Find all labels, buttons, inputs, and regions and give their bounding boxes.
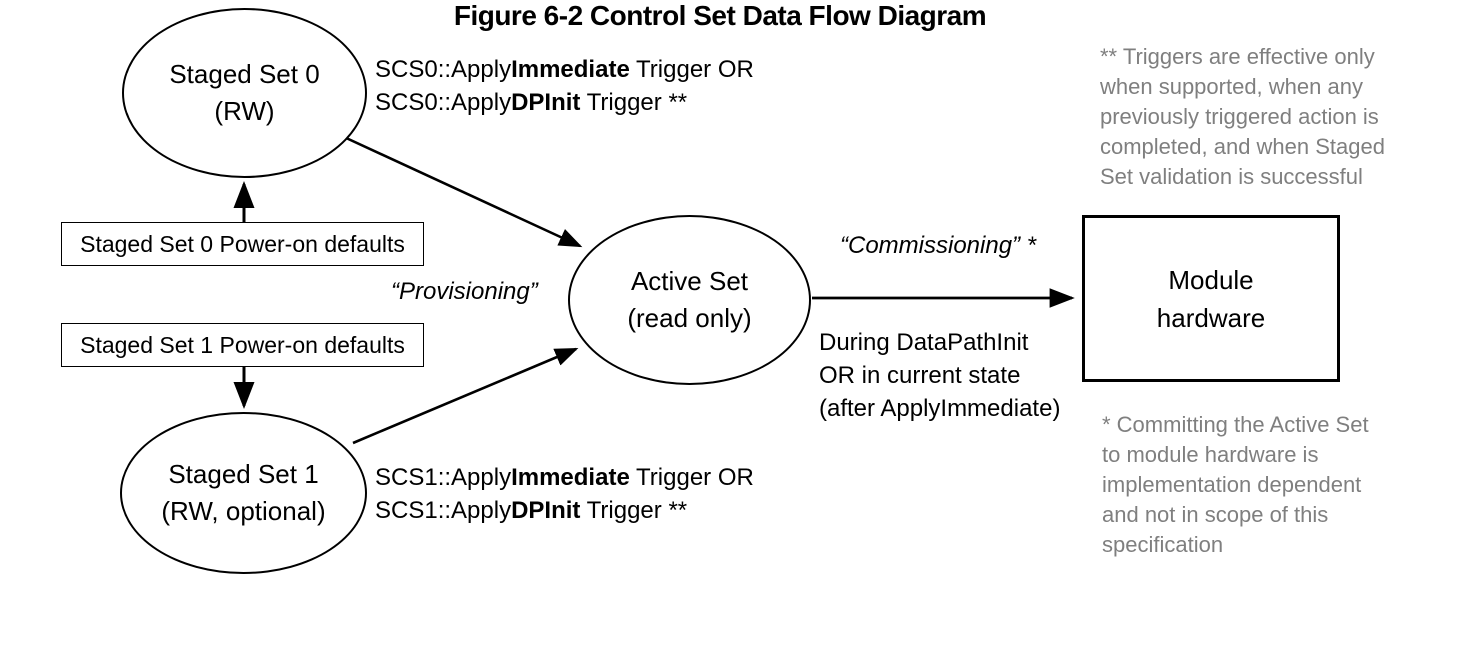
label-scs1-trigger-line2: SCS1::ApplyDPInit Trigger **: [375, 494, 754, 527]
node-staged-set-1-defaults-label: Staged Set 1 Power-on defaults: [80, 331, 405, 358]
node-staged-set-0-defaults: Staged Set 0 Power-on defaults: [61, 222, 424, 266]
label-commissioning: “Commissioning” *: [840, 232, 1037, 259]
scs0-line2-bold: DPInit: [511, 89, 581, 116]
footnote-committing-line2: to module hardware is: [1102, 442, 1319, 467]
scs1-line2-bold: DPInit: [511, 497, 581, 524]
scs1-line1-post: Trigger OR: [629, 464, 754, 491]
footnote-triggers: ** Triggers are effective only when supp…: [1100, 42, 1385, 192]
footnote-triggers-line4: completed, and when Staged: [1100, 134, 1385, 159]
label-scs0-trigger-line1: SCS0::ApplyImmediate Trigger OR: [375, 53, 754, 86]
footnote-triggers-line2: when supported, when any: [1100, 74, 1363, 99]
scs0-line1-pre: SCS0::Apply: [375, 56, 512, 83]
node-staged-set-0: Staged Set 0 (RW): [122, 8, 367, 178]
scs0-line1-post: Trigger OR: [629, 56, 754, 83]
node-staged-set-1-line1: Staged Set 1: [168, 459, 319, 489]
scs1-line1-pre: SCS1::Apply: [375, 464, 512, 491]
node-staged-set-0-line1: Staged Set 0: [169, 59, 320, 89]
footnote-triggers-line1: ** Triggers are effective only: [1100, 44, 1375, 69]
label-during-line2: OR in current state: [819, 362, 1021, 389]
label-during-datapathinit: During DataPathInit OR in current state …: [819, 326, 1060, 425]
node-module-hardware: Module hardware: [1082, 215, 1340, 382]
scs0-line1-bold: Immediate: [511, 56, 630, 83]
node-staged-set-1-line2: (RW, optional): [161, 496, 326, 526]
arrow-staged-set-1-to-active-set: [352, 347, 579, 445]
node-staged-set-0-defaults-label: Staged Set 0 Power-on defaults: [80, 230, 405, 257]
label-scs1-trigger-line1: SCS1::ApplyImmediate Trigger OR: [375, 461, 754, 494]
label-scs1-triggers: SCS1::ApplyImmediate Trigger OR SCS1::Ap…: [375, 461, 754, 527]
label-scs0-triggers: SCS0::ApplyImmediate Trigger OR SCS0::Ap…: [375, 53, 754, 119]
scs1-line2-post: Trigger **: [580, 497, 688, 524]
scs1-line1-bold: Immediate: [511, 464, 630, 491]
node-module-hardware-line2: hardware: [1156, 302, 1266, 333]
footnote-committing-line4: and not in scope of this: [1102, 502, 1329, 527]
node-module-hardware-line1: Module: [1168, 264, 1254, 295]
node-active-set-line2: (read only): [627, 303, 752, 333]
footnote-committing-line5: specification: [1102, 532, 1224, 557]
footnote-triggers-line3: previously triggered action is: [1100, 104, 1379, 129]
scs1-line2-pre: SCS1::Apply: [375, 497, 512, 524]
node-staged-set-1: Staged Set 1 (RW, optional): [120, 412, 367, 574]
footnote-committing-line1: * Committing the Active Set: [1102, 412, 1369, 437]
node-staged-set-0-line2: (RW): [214, 96, 275, 126]
label-scs0-trigger-line2: SCS0::ApplyDPInit Trigger **: [375, 86, 754, 119]
figure-caption: Figure 6-2 Control Set Data Flow Diagram: [453, 0, 987, 31]
footnote-committing-line3: implementation dependent: [1102, 472, 1362, 497]
label-during-line3: (after ApplyImmediate): [819, 395, 1061, 422]
footnote-committing: * Committing the Active Set to module ha…: [1102, 410, 1369, 560]
footnote-triggers-line5: Set validation is successful: [1100, 164, 1363, 189]
arrow-staged-set-0-to-active-set: [343, 135, 583, 248]
node-active-set-line1: Active Set: [630, 266, 749, 296]
scs0-line2-pre: SCS0::Apply: [375, 89, 512, 116]
node-active-set: Active Set (read only): [568, 215, 811, 385]
label-provisioning: “Provisioning”: [391, 278, 538, 305]
scs0-line2-post: Trigger **: [580, 89, 688, 116]
label-during-line1: During DataPathInit: [819, 329, 1029, 356]
node-staged-set-1-defaults: Staged Set 1 Power-on defaults: [61, 323, 424, 367]
